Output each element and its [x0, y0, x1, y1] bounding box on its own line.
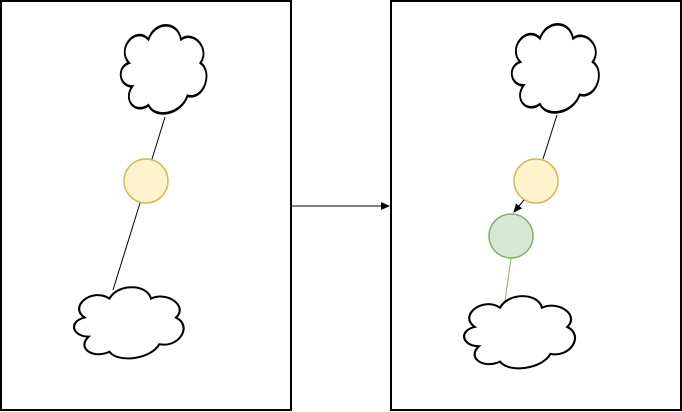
panel-before: [1, 1, 291, 410]
node-new[interactable]: [489, 214, 533, 258]
node-original[interactable]: [514, 159, 558, 203]
node-original[interactable]: [124, 159, 168, 203]
panel-after: [391, 1, 681, 410]
